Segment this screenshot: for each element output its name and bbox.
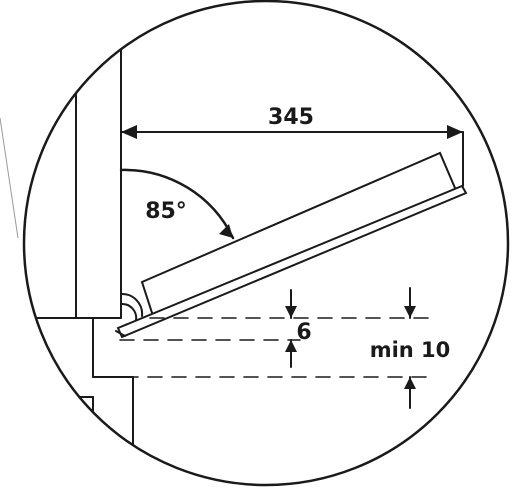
cabinet-side-panel [23, 0, 122, 319]
clearance-label: min 10 [370, 338, 451, 362]
clearance-dimension-arrows [404, 287, 416, 409]
gap-label: 6 [296, 320, 311, 345]
reference-lines [99, 317, 436, 378]
width-label: 345 [268, 105, 314, 130]
cabinet-floor [23, 317, 134, 486]
hinge [120, 292, 144, 321]
callout-leader-line [0, 117, 19, 239]
gap-dimension-arrows [285, 289, 297, 368]
width-dimension [120, 125, 464, 187]
angle-arrowhead [219, 224, 233, 238]
angle-label: 85° [145, 199, 187, 224]
detail-circle [22, 0, 510, 487]
open-door [115, 151, 468, 339]
angle-arc [119, 168, 235, 240]
